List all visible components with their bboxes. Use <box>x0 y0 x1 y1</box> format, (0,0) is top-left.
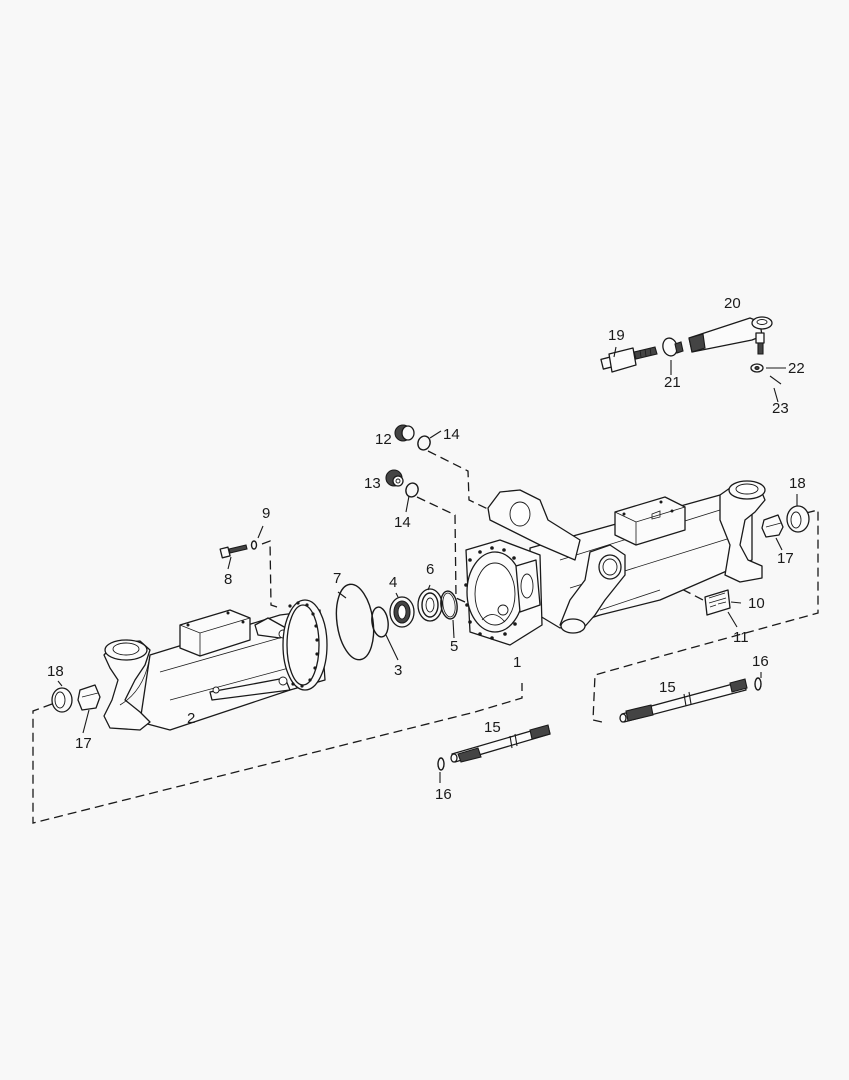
callout-9: 9 <box>262 505 270 522</box>
callout-22: 22 <box>788 360 805 377</box>
callout-20: 20 <box>724 295 741 312</box>
callout-1: 1 <box>513 654 521 671</box>
part-16-snap-ring-left <box>437 757 445 771</box>
part-13-plug <box>385 469 404 487</box>
callout-6: 6 <box>426 561 434 578</box>
part-17-bushing-right <box>761 514 784 538</box>
assembly-guide-lines <box>32 450 819 824</box>
callout-16-left: 16 <box>435 786 452 803</box>
part-10-id-plate <box>704 589 731 616</box>
part-8-bolt <box>219 544 248 559</box>
callout-19: 19 <box>608 327 625 344</box>
part-1-center-housing <box>464 480 766 646</box>
callout-16-right: 16 <box>752 653 769 670</box>
part-4-bearing <box>389 596 415 628</box>
callout-5: 5 <box>450 638 458 655</box>
part-2-arm-housing <box>103 599 328 731</box>
part-7-large-o-ring <box>335 583 375 661</box>
part-14-o-ring-upper <box>417 435 431 451</box>
callout-3: 3 <box>394 662 402 679</box>
part-17-bushing-left <box>77 684 101 711</box>
callout-4: 4 <box>389 574 397 591</box>
part-18-seal-left <box>51 687 73 713</box>
callout-15-right: 15 <box>659 679 676 696</box>
part-15-shaft-left <box>450 724 551 763</box>
callout-14-lower: 14 <box>394 514 411 531</box>
callout-7: 7 <box>333 570 341 587</box>
callout-labels: 1 2 3 4 5 6 7 8 9 10 11 12 13 14 14 15 1… <box>47 295 806 803</box>
part-5-snap-ring <box>440 590 458 620</box>
part-18-seal-right <box>786 505 810 533</box>
part-20-tie-rod-end <box>688 316 773 355</box>
part-9-washer <box>250 540 258 550</box>
callout-8: 8 <box>224 571 232 588</box>
part-14-o-ring-lower <box>405 482 419 498</box>
part-23-cotter-pin <box>769 375 782 385</box>
callout-13: 13 <box>364 475 381 492</box>
part-19-inner-tie-rod <box>600 346 658 373</box>
callout-21: 21 <box>664 374 681 391</box>
part-22-castle-nut <box>750 363 764 373</box>
callout-10: 10 <box>748 595 765 612</box>
part-21-clamp <box>662 337 684 357</box>
callout-2: 2 <box>187 710 195 727</box>
part-3-o-ring <box>371 606 389 638</box>
part-16-snap-ring-right <box>754 677 762 691</box>
callout-23: 23 <box>772 400 789 417</box>
callout-17-right: 17 <box>777 550 794 567</box>
callout-12: 12 <box>375 431 392 448</box>
part-6-bearing <box>417 588 443 622</box>
part-15-shaft-right <box>619 678 748 723</box>
callout-11: 11 <box>733 629 749 646</box>
callout-18-left: 18 <box>47 663 64 680</box>
callout-14-upper: 14 <box>443 426 460 443</box>
callout-leaders <box>57 346 798 783</box>
arm-flange-bolt-holes <box>288 601 319 688</box>
part-12-plug <box>394 424 415 442</box>
callout-15-left: 15 <box>484 719 501 736</box>
callout-18-right: 18 <box>789 475 806 492</box>
callout-17-left: 17 <box>75 735 92 752</box>
